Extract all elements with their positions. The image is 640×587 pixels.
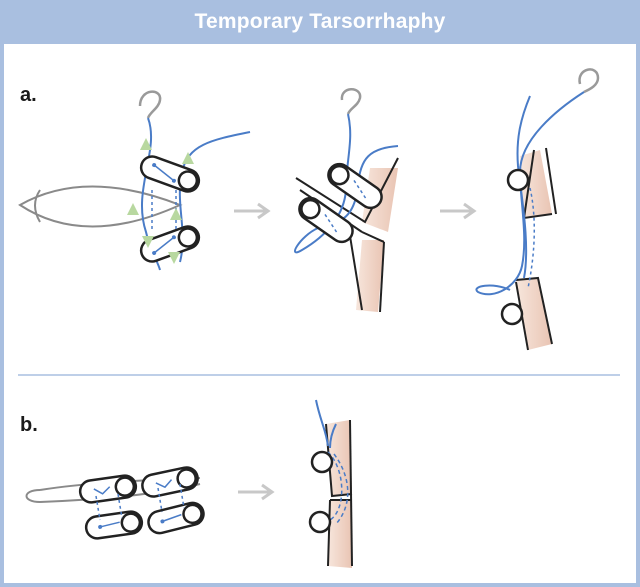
lid-tissue [326,420,352,496]
lid-tissue [356,240,384,312]
direction-arrow-icon [127,138,194,264]
bolster-end-icon [308,510,332,534]
eye-icon [18,185,183,228]
figure-title: Temporary Tarsorrhaphy [194,10,446,33]
suture-thread [329,423,337,449]
suture-thread [475,91,585,296]
panel-b-step-1 [25,466,205,540]
panel-a-step-1 [18,90,251,271]
bolster-icon [147,501,205,535]
lid-tissue [520,150,552,218]
bolster-end-icon [310,450,334,474]
suture-thread [516,95,531,279]
needle-icon [578,68,600,94]
bolster-icon [84,510,144,540]
bolster-end-icon [506,168,530,192]
bolster-icon [298,196,354,244]
bolster-icon [141,466,199,498]
panel-a-step-3 [475,68,600,351]
needle-icon [138,90,162,119]
arrow-right-icon [234,202,271,220]
panel-a-label: a. [20,84,37,106]
bolster-icon [139,155,201,193]
panel-b-label: b. [20,414,38,436]
panel-b-step-2 [308,399,353,568]
bolster-icon [139,225,201,263]
figure-header: Temporary Tarsorrhaphy [0,0,640,44]
bolster-icon [327,162,383,210]
arrow-right-icon [238,483,275,501]
bolster-icon [78,474,138,504]
suture-thread [315,399,329,447]
panel-a-step-2 [294,88,399,313]
arrow-right-icon [440,202,477,220]
bolster-end-icon [500,302,524,326]
lid-tissue [328,500,352,568]
needle-icon [340,88,362,115]
